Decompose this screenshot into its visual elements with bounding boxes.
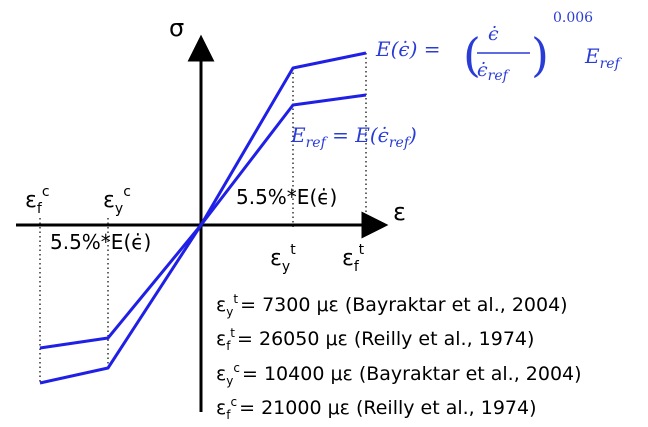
legend-row-eps-y-c: εyc= 10400 με (Bayraktar et al., 2004) <box>216 361 582 388</box>
x-axis-label: ε <box>393 198 406 226</box>
equation-e-rate-denominator: ϵ̇ref <box>477 59 511 84</box>
equation-e-rate-numerator: ϵ̇ <box>488 23 499 45</box>
equation-e-rate-lhs: E(ϵ̇) = <box>375 37 441 61</box>
equation-e-rate-exponent: 0.006 <box>553 10 593 26</box>
label-eps-f-c: εfc <box>25 184 50 217</box>
equation-e-rate: E(ϵ̇) = ( ϵ̇ ϵ̇ref ) 0.006 Eref <box>375 10 623 84</box>
label-eps-y-c: εyc <box>103 184 131 217</box>
equation-e-rate-factor: Eref <box>584 44 623 72</box>
equation-e-rate-open-paren: ( <box>463 28 481 82</box>
equation-e-rate-close-paren: ) <box>531 28 549 82</box>
legend-row-eps-y-t: εyt= 7300 με (Bayraktar et al., 2004) <box>216 292 568 319</box>
legend-row-eps-f-t: εft= 26050 με (Reilly et al., 1974) <box>216 326 534 353</box>
equation-e-ref: Eref = E(ϵ̇ref) <box>290 123 417 151</box>
curve-e-ref <box>39 93 367 350</box>
strain-values-legend: εyt= 7300 με (Bayraktar et al., 2004) εf… <box>216 292 582 422</box>
slope-label-compression: 5.5%*E(ϵ̇) <box>50 230 151 254</box>
legend-row-eps-f-c: εfc= 21000 με (Reilly et al., 1974) <box>216 395 537 422</box>
guide-lines <box>39 53 367 383</box>
label-eps-f-t: εft <box>342 242 365 275</box>
y-axis-label: σ <box>169 14 184 42</box>
slope-label-tension: 5.5%*E(ϵ̇) <box>236 185 337 209</box>
label-eps-y-t: εyt <box>270 242 296 275</box>
